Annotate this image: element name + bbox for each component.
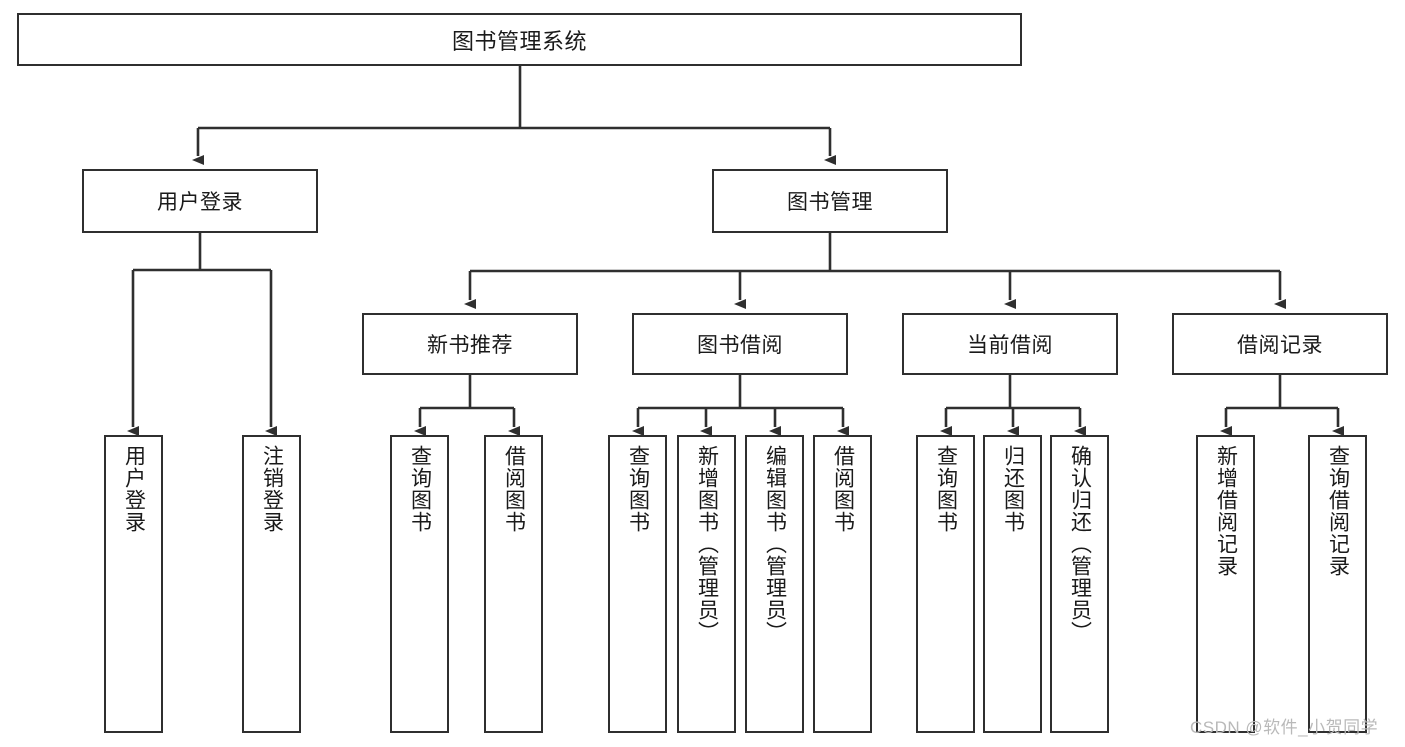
leaf-recommend-borrow-book[interactable]: 借阅图书 — [484, 435, 543, 733]
leaf-borrow-edit-book-admin[interactable]: 编辑图书（管理员） — [745, 435, 804, 733]
node-new-book-recommend[interactable]: 新书推荐 — [362, 313, 578, 375]
node-label: 借阅记录 — [1237, 334, 1323, 357]
leaf-borrow-add-book-admin[interactable]: 新增图书（管理员） — [677, 435, 736, 733]
node-label: 新增借阅记录 — [1214, 445, 1238, 577]
node-label: 当前借阅 — [967, 334, 1053, 357]
leaf-recommend-query-book[interactable]: 查询图书 — [390, 435, 449, 733]
leaf-current-query-book[interactable]: 查询图书 — [916, 435, 975, 733]
node-label: 查询图书 — [408, 445, 432, 533]
leaf-borrow-query-book[interactable]: 查询图书 — [608, 435, 667, 733]
node-label: 图书管理系统 — [451, 28, 587, 54]
node-label: 用户登录 — [157, 191, 243, 214]
node-label: 编辑图书（管理员） — [763, 445, 787, 643]
node-label: 借阅图书 — [831, 445, 855, 533]
node-label: 新增图书（管理员） — [695, 445, 719, 643]
node-label: 查询图书 — [626, 445, 650, 533]
node-label: 图书借阅 — [697, 334, 783, 357]
node-borrow-record[interactable]: 借阅记录 — [1172, 313, 1388, 375]
leaf-record-query-record[interactable]: 查询借阅记录 — [1308, 435, 1367, 733]
leaf-record-add-record[interactable]: 新增借阅记录 — [1196, 435, 1255, 733]
node-label: 查询图书 — [934, 445, 958, 533]
node-current-borrow[interactable]: 当前借阅 — [902, 313, 1118, 375]
leaf-current-return-book[interactable]: 归还图书 — [983, 435, 1042, 733]
node-label: 图书管理 — [787, 191, 873, 214]
node-label: 注销登录 — [260, 445, 284, 533]
node-label: 查询借阅记录 — [1326, 445, 1350, 577]
node-root-system[interactable]: 图书管理系统 — [17, 13, 1022, 66]
node-label: 用户登录 — [122, 445, 146, 533]
node-label: 新书推荐 — [427, 334, 513, 357]
node-label: 归还图书 — [1001, 445, 1025, 533]
node-label: 借阅图书 — [502, 445, 526, 533]
node-label: 确认归还（管理员） — [1068, 445, 1092, 643]
node-user-login[interactable]: 用户登录 — [82, 169, 318, 233]
node-book-borrow[interactable]: 图书借阅 — [632, 313, 848, 375]
leaf-user-login-login[interactable]: 用户登录 — [104, 435, 163, 733]
node-book-management[interactable]: 图书管理 — [712, 169, 948, 233]
leaf-current-confirm-return-admin[interactable]: 确认归还（管理员） — [1050, 435, 1109, 733]
leaf-borrow-borrow-book[interactable]: 借阅图书 — [813, 435, 872, 733]
leaf-user-login-logout[interactable]: 注销登录 — [242, 435, 301, 733]
watermark-text: CSDN @软件_小贺同学 — [1190, 718, 1379, 737]
